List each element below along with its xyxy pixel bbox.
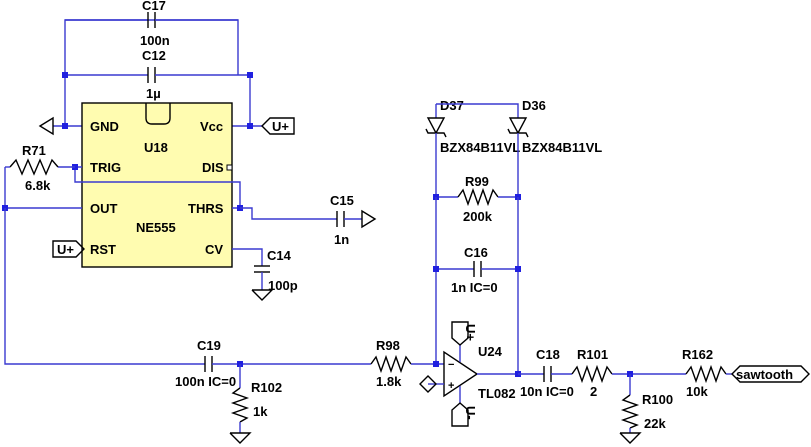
r99-value: 200k <box>463 209 493 224</box>
u18-pin-thrs: THRS <box>188 201 224 216</box>
svg-text:U+: U+ <box>57 242 74 257</box>
c17-value: 100n <box>140 33 170 48</box>
c15-ref: C15 <box>330 193 354 208</box>
svg-text:U+: U+ <box>272 119 289 134</box>
u18-ne555: GND Vcc U18 TRIG DIS OUT THRS NE555 RST … <box>81 102 233 268</box>
r100-ref: R100 <box>642 392 673 407</box>
svg-text:+: + <box>448 380 454 392</box>
c18-ref: C18 <box>536 347 560 362</box>
c16-ref: C16 <box>464 245 488 260</box>
vplus-flag-vcc: U+ <box>261 117 295 135</box>
u24-ref: U24 <box>478 344 503 359</box>
u18-pin-vcc: Vcc <box>200 119 223 134</box>
svg-text:U+: U+ <box>463 324 478 341</box>
u18-pin-dis: DIS <box>202 160 224 175</box>
svg-text:U-: U- <box>463 406 478 420</box>
d37-ref: D37 <box>440 98 464 113</box>
c12-capacitor: C12 1µ <box>65 48 250 101</box>
u18-pin-trig: TRIG <box>90 160 121 175</box>
u18-pin-cv: CV <box>205 242 223 257</box>
r99-resistor: R99 200k <box>433 174 521 224</box>
r100-resistor: R100 22k <box>619 374 673 444</box>
c19-capacitor: C19 100n IC=0 <box>175 338 371 389</box>
c12-ref: C12 <box>142 48 166 63</box>
c18-capacitor: C18 10n IC=0 <box>518 347 574 399</box>
out-wiring <box>2 205 205 365</box>
r162-ref: R162 <box>682 347 713 362</box>
vplus-flag-opamp: U+ <box>451 321 478 346</box>
c15-value: 1n <box>334 232 349 247</box>
c16-value: 1n IC=0 <box>451 280 498 295</box>
vplus-flag-rst: U+ <box>52 240 85 258</box>
svg-text:−: − <box>448 359 454 371</box>
r71-ref: R71 <box>22 143 46 158</box>
d36-ref: D36 <box>522 98 546 113</box>
c19-ref: C19 <box>197 338 221 353</box>
r98-ref: R98 <box>376 338 400 353</box>
r101-ref: R101 <box>577 347 608 362</box>
r98-value: 1.8k <box>376 374 402 389</box>
d36-part: BZX84B11VL <box>522 140 602 155</box>
c14-ref: C14 <box>267 248 292 263</box>
u18-pin-gnd: GND <box>90 119 119 134</box>
c17-capacitor: C17 100n <box>64 0 239 75</box>
r99-ref: R99 <box>465 174 489 189</box>
c15-capacitor: C15 1n <box>330 193 377 247</box>
u18-part: NE555 <box>136 220 176 235</box>
r102-value: 1k <box>253 404 268 419</box>
r98-resistor: R98 1.8k <box>370 338 444 389</box>
u18-pin-out: OUT <box>90 201 118 216</box>
r100-value: 22k <box>644 416 666 431</box>
d36-zener: D36 BZX84B11VL <box>436 98 602 197</box>
r101-value: 2 <box>590 384 597 399</box>
r162-resistor: R162 10k <box>682 347 732 399</box>
c16-capacitor: C16 1n IC=0 <box>433 197 521 362</box>
c18-value: 10n IC=0 <box>520 384 574 399</box>
u24-part: TL082 <box>478 386 516 401</box>
c14-capacitor: C14 100p <box>232 248 298 301</box>
r101-resistor: R101 2 <box>571 347 686 399</box>
output-flag-sawtooth: sawtooth <box>731 365 810 383</box>
d37-part: BZX84B11VL <box>440 140 520 155</box>
svg-text:sawtooth: sawtooth <box>736 367 793 382</box>
d37-zener: D37 BZX84B11VL <box>425 98 520 197</box>
c12-value: 1µ <box>146 86 161 101</box>
u24-opamp: − + U24 TL082 <box>419 344 521 403</box>
c17-ref: C17 <box>142 0 166 13</box>
vminus-flag-opamp: U- <box>451 402 478 427</box>
c19-value: 100n IC=0 <box>175 374 236 389</box>
u18-ref: U18 <box>144 140 168 155</box>
r162-value: 10k <box>686 384 708 399</box>
c14-value: 100p <box>268 278 298 293</box>
r71-resistor: R71 6.8k <box>4 143 75 208</box>
r102-resistor: R102 1k <box>229 364 282 444</box>
r102-ref: R102 <box>251 380 282 395</box>
r71-value: 6.8k <box>25 178 51 193</box>
vcc-gnd-wiring <box>38 72 262 136</box>
u18-pin-rst: RST <box>90 242 116 257</box>
